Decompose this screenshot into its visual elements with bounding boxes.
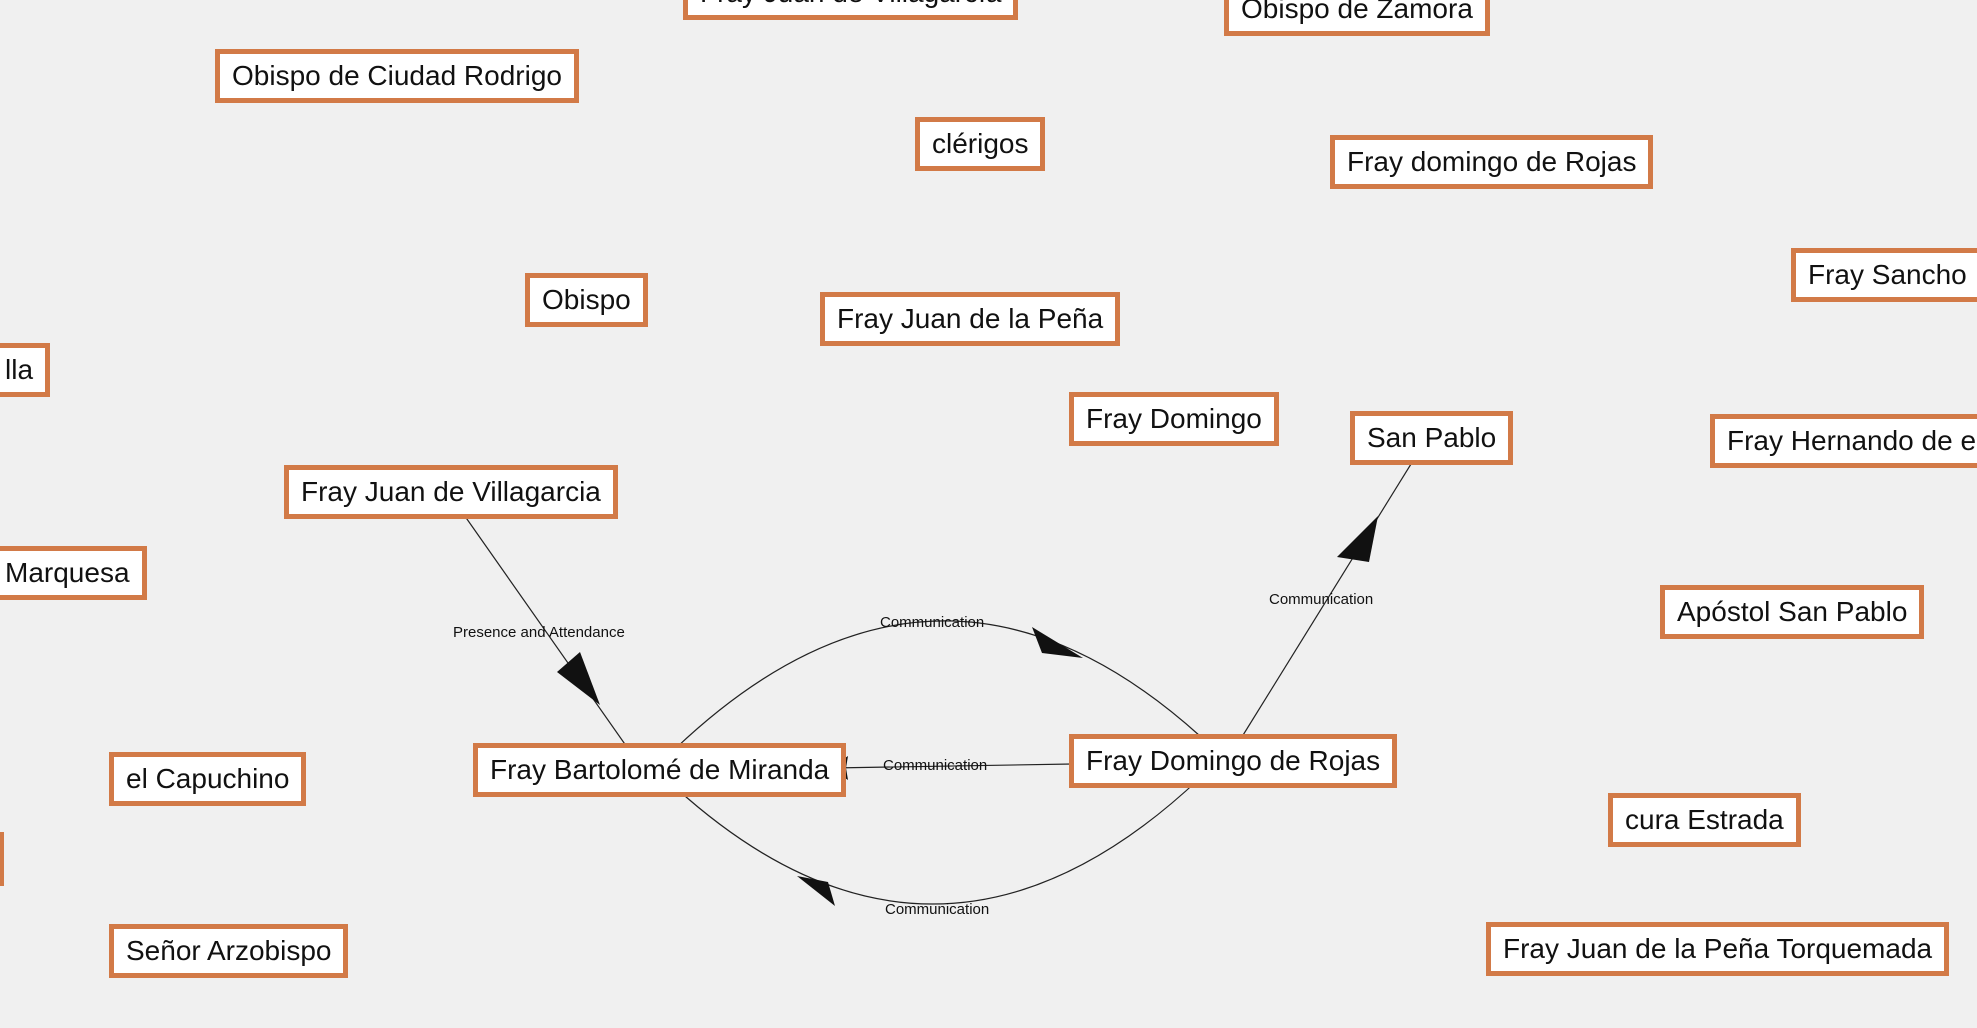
edge-label: Presence and Attendance — [453, 624, 625, 641]
node-fray-domingo[interactable]: Fray Domingo — [1069, 392, 1279, 446]
node-fray-juan-de-la-pena[interactable]: Fray Juan de la Peña — [820, 292, 1121, 346]
node-unlabeled[interactable] — [0, 832, 4, 886]
node-fray-juan-de-villagarcia-top[interactable]: Fray Juan de Villagarcía — [683, 0, 1019, 20]
arrowhead — [557, 652, 600, 705]
edge-presence-attendance[interactable]: Presence and Attendance — [453, 511, 649, 778]
arrowhead — [797, 876, 835, 906]
node-san-pablo[interactable]: San Pablo — [1350, 411, 1514, 465]
node-clerigos[interactable]: clérigos — [915, 117, 1046, 171]
node-lla[interactable]: lla — [0, 343, 51, 397]
node-fray-bartolome-de-miranda[interactable]: Fray Bartolomé de Miranda — [473, 743, 847, 797]
edge-label: Communication — [883, 757, 987, 774]
edge-label: Communication — [1269, 591, 1373, 608]
node-fray-juan-de-la-pena-torquemada[interactable]: Fray Juan de la Peña Torquemada — [1486, 922, 1950, 976]
node-obispo[interactable]: Obispo — [525, 273, 648, 327]
node-obispo-de-zamora[interactable]: Obispo de Zamora — [1224, 0, 1490, 36]
arrowhead — [1032, 627, 1083, 658]
edge-label: Communication — [885, 901, 989, 918]
edge-line — [461, 511, 649, 778]
node-apostol-san-pablo[interactable]: Apóstol San Pablo — [1660, 585, 1925, 639]
edge-communication-san-pablo[interactable]: Communication — [1239, 455, 1417, 741]
node-fray-sancho[interactable]: Fray Sancho — [1791, 248, 1977, 302]
edge-line — [675, 620, 1201, 749]
edge-line — [1239, 455, 1417, 741]
edge-label: Communication — [880, 614, 984, 631]
node-fray-domingo-de-rojas[interactable]: Fray Domingo de Rojas — [1069, 734, 1398, 788]
node-fray-domingo-de-rojas-secondary[interactable]: Fray domingo de Rojas — [1330, 135, 1654, 189]
node-obispo-de-ciudad-rodrigo[interactable]: Obispo de Ciudad Rodrigo — [215, 49, 579, 103]
node-marquesa[interactable]: Marquesa — [0, 546, 147, 600]
node-cura-estrada[interactable]: cura Estrada — [1608, 793, 1801, 847]
node-senor-arzobispo[interactable]: Señor Arzobispo — [109, 924, 349, 978]
edge-communication-middle[interactable]: Communication — [830, 756, 1073, 780]
edge-line — [831, 763, 1073, 769]
edge-line — [675, 777, 1201, 905]
edge-communication-upper[interactable]: Communication — [675, 614, 1201, 749]
arrowhead — [1337, 516, 1378, 562]
node-fray-hernando-de-el[interactable]: Fray Hernando de el — [1710, 414, 1977, 468]
edge-communication-lower[interactable]: Communication — [675, 777, 1201, 918]
node-el-capuchino[interactable]: el Capuchino — [109, 752, 307, 806]
node-fray-juan-de-villagarcia[interactable]: Fray Juan de Villagarcia — [284, 465, 618, 519]
